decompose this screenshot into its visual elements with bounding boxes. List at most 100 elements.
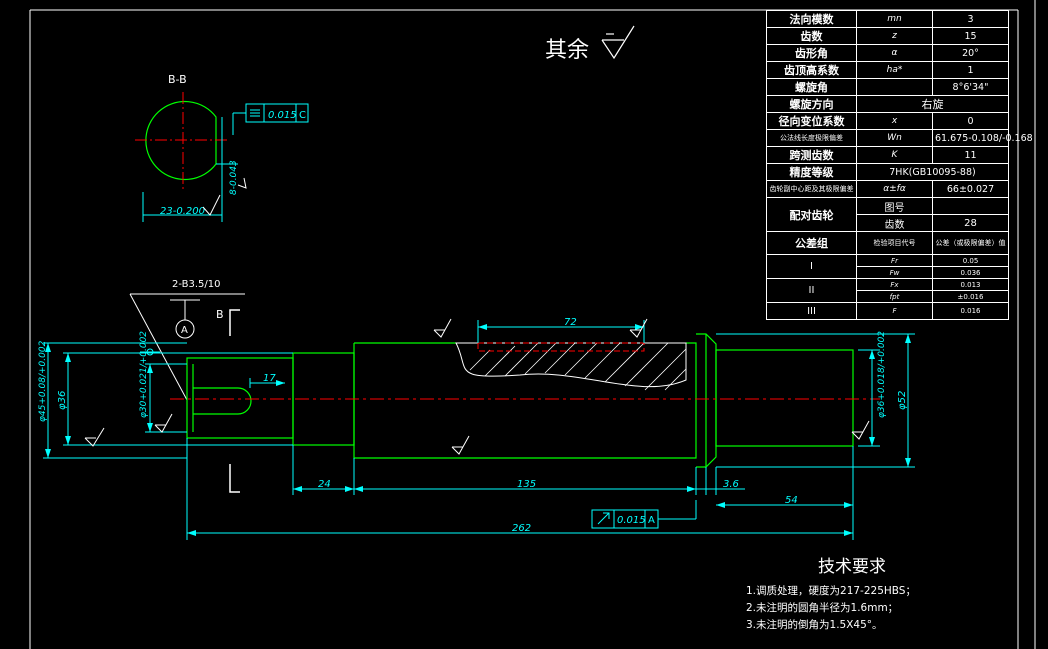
rest-roughness-label: 其余 xyxy=(545,38,589,63)
tech-requirements: 技术要求 1.调质处理，硬度为217-225HBS； 2.未注明的圆角半径为1.… xyxy=(746,552,1016,634)
param-symbol xyxy=(856,78,933,96)
center-mark-icon xyxy=(140,348,160,356)
dim-d-right: φ36+0.018/+0.002 xyxy=(877,331,887,418)
datum-a-label: A xyxy=(181,325,188,336)
param-name: 径向变位系数 xyxy=(766,112,857,130)
tolerance-group-name: I xyxy=(766,254,857,279)
dim-d-left-outer: φ45+0.08/+0.002 xyxy=(38,340,48,422)
col-item-header: 检验项目代号 xyxy=(856,231,933,255)
drawing-no-label: 图号 xyxy=(856,197,933,215)
tolerance-group-label: 公差组 xyxy=(766,231,857,255)
param-name: 齿顶高系数 xyxy=(766,61,857,79)
dim-d-left-inner: φ36 xyxy=(57,391,68,410)
param-value: 11 xyxy=(932,146,1009,164)
dimension-lines xyxy=(43,320,915,540)
section-mark-top: B xyxy=(216,308,224,321)
dim-3-6: 3.6 xyxy=(723,479,739,490)
roughness-icon xyxy=(202,177,247,216)
param-name: 跨测齿数 xyxy=(766,146,857,164)
param-value: 1 xyxy=(932,61,1009,79)
section-arrow-bottom xyxy=(229,464,240,493)
check-item-value: 0.036 xyxy=(932,266,1009,279)
section-title: B-B xyxy=(168,73,187,86)
table-row: 螺旋角 8°6'34" xyxy=(766,78,1009,96)
param-symbol: Wn xyxy=(856,129,933,147)
center-hole-leader xyxy=(129,293,245,401)
dim-24: 24 xyxy=(318,479,331,490)
dim-keyway-len: 17 xyxy=(263,373,276,384)
param-symbol: z xyxy=(856,27,933,45)
check-item-code: Fw xyxy=(856,266,933,279)
param-value: 右旋 xyxy=(856,95,1009,113)
runout-value: 0.015 xyxy=(617,515,646,526)
dim-d-keyway: φ30+0.021/+0.002 xyxy=(139,331,149,418)
section-profile xyxy=(145,100,217,181)
dim-72: 72 xyxy=(564,317,577,328)
keyway-note: 2-B3.5/10 xyxy=(172,279,220,290)
param-value: 15 xyxy=(932,27,1009,45)
param-name: 公法线长度极限偏差 xyxy=(766,129,857,147)
param-name: 齿轮副中心距及其极限偏差 xyxy=(766,180,857,198)
mating-gear-label: 配对齿轮 xyxy=(766,197,857,232)
param-name: 齿形角 xyxy=(766,44,857,62)
dim-54: 54 xyxy=(785,495,798,506)
param-symbol: α±fα xyxy=(856,180,933,198)
param-symbol: ha* xyxy=(856,61,933,79)
param-value: 66±0.027 xyxy=(932,180,1009,198)
check-item-value: ±0.016 xyxy=(932,290,1009,303)
runout-datum: A xyxy=(648,515,655,526)
table-row: fpt±0.016 xyxy=(767,290,1009,303)
tech-requirements-title: 技术要求 xyxy=(818,557,886,577)
check-item-code: Fx xyxy=(856,278,933,291)
param-symbol: 7HK(GB10095-88) xyxy=(856,163,1009,181)
check-item-code: fpt xyxy=(856,290,933,303)
section-dim-depth: 8-0.043 xyxy=(229,160,239,195)
tech-requirement-item-3: 3.未注明的倒角为1.5X45°。 xyxy=(746,619,883,631)
param-symbol: mn xyxy=(856,10,933,28)
param-value: 3 xyxy=(932,10,1009,28)
section-arrow-top xyxy=(229,309,240,336)
param-value: 8°6'34" xyxy=(932,78,1009,96)
dim-d-right-outer: φ52 xyxy=(897,391,908,410)
check-item-code: Fr xyxy=(856,254,933,267)
dim-135: 135 xyxy=(517,479,536,490)
param-value: 61.675-0.108/-0.168 xyxy=(932,129,1033,147)
param-value: 0 xyxy=(932,112,1009,130)
check-item-code: F xyxy=(856,302,933,320)
param-name: 螺旋角 xyxy=(766,78,857,96)
param-symbol: K xyxy=(856,146,933,164)
section-bb: B-B 0.015 C 8-0.043 23-0.200 xyxy=(135,73,309,222)
roughness-icon xyxy=(84,318,870,455)
teeth-label: 齿数 xyxy=(856,214,933,232)
section-tol-datum: C xyxy=(299,110,306,121)
param-value: 20° xyxy=(932,44,1009,62)
param-symbol: α xyxy=(856,44,933,62)
tech-requirement-item-1: 1.调质处理，硬度为217-225HBS； xyxy=(746,585,916,597)
table-row: 公差组检验项目代号公差（或极限偏差）值 xyxy=(766,231,1009,255)
section-tol-value: 0.015 xyxy=(268,110,297,121)
tolerance-group-name: II xyxy=(766,278,857,303)
roughness-symbol-icon xyxy=(601,25,635,60)
shaft-outline xyxy=(186,333,854,468)
dim-262: 262 xyxy=(512,523,531,534)
runout-arrow-icon xyxy=(597,512,610,525)
dimension-arrows xyxy=(45,324,911,536)
param-name: 齿数 xyxy=(766,27,857,45)
col-value-header: 公差（或极限偏差）值 xyxy=(932,231,1009,255)
param-symbol: x xyxy=(856,112,933,130)
table-row: 螺旋方向右旋 xyxy=(766,95,1009,113)
check-item-value: 0.013 xyxy=(932,278,1009,291)
check-item-value: 0.05 xyxy=(932,254,1009,267)
